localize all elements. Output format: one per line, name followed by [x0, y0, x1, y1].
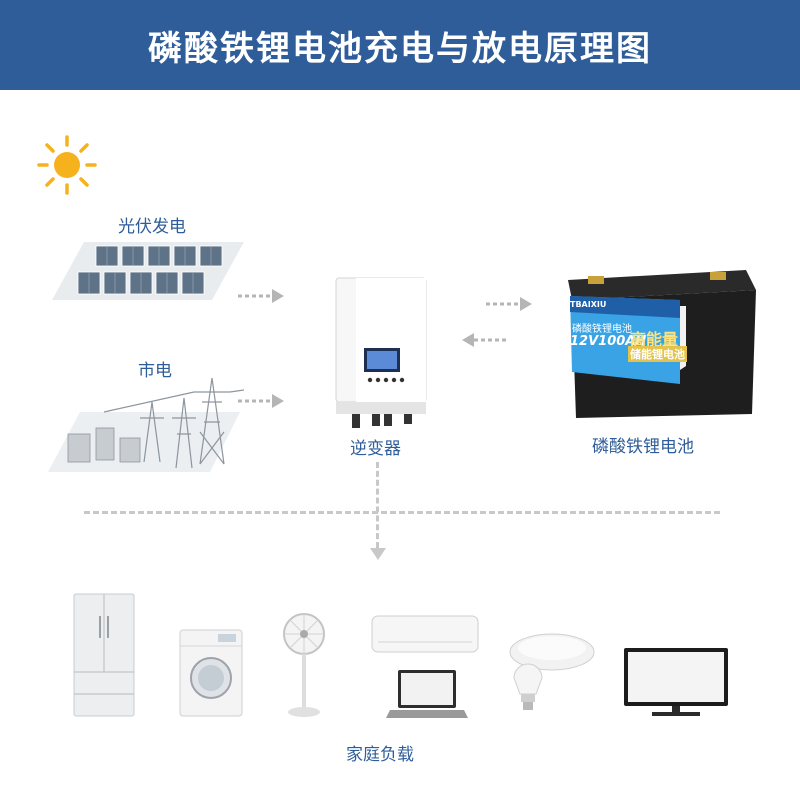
inverter-to-battery-arrow — [486, 296, 534, 312]
air-conditioner-icon — [370, 614, 480, 656]
monitor-icon — [622, 646, 730, 718]
battery-to-inverter-arrow — [460, 332, 508, 348]
inverter-unit-icon — [334, 276, 430, 434]
title-banner: 磷酸铁锂电池充电与放电原理图 — [0, 0, 800, 90]
battery-icon: TBAIXIU 磷酸铁锂电池 12V100AH 高能量 储能锂电池 — [560, 266, 760, 422]
standing-fan-icon — [280, 610, 328, 720]
battery-label: 磷酸铁锂电池 — [592, 437, 694, 457]
inverter-label: 逆变器 — [350, 439, 401, 459]
solar-to-inverter-arrow — [238, 288, 286, 304]
light-bulb-icon — [510, 662, 546, 714]
laptop-icon — [386, 668, 468, 720]
down-arrow-icon — [369, 546, 387, 562]
solar-label: 光伏发电 — [118, 217, 186, 237]
battery-sticker-highlight-top: 高能量 — [630, 330, 679, 349]
refrigerator-icon — [72, 592, 138, 720]
sun-icon — [36, 134, 98, 196]
household-load-label: 家庭负载 — [346, 745, 414, 765]
inverter-to-loads-line — [376, 462, 379, 548]
grid-label: 市电 — [138, 361, 172, 381]
washing-machine-icon — [178, 628, 244, 720]
power-transmission-tower-icon — [44, 372, 244, 476]
battery-sticker-highlight-bottom: 储能锂电池 — [628, 346, 687, 362]
page-title: 磷酸铁锂电池充电与放电原理图 — [148, 28, 652, 69]
battery-brand: TBAIXIU — [570, 300, 607, 309]
battery-sticker-name: 磷酸铁锂电池 — [572, 324, 632, 335]
battery-sticker-model: 12V100AH — [570, 334, 647, 349]
divider-line — [84, 511, 720, 514]
ceiling-light-icon — [508, 626, 596, 672]
grid-to-inverter-arrow — [238, 393, 286, 409]
solar-panel-array-icon — [44, 236, 244, 306]
